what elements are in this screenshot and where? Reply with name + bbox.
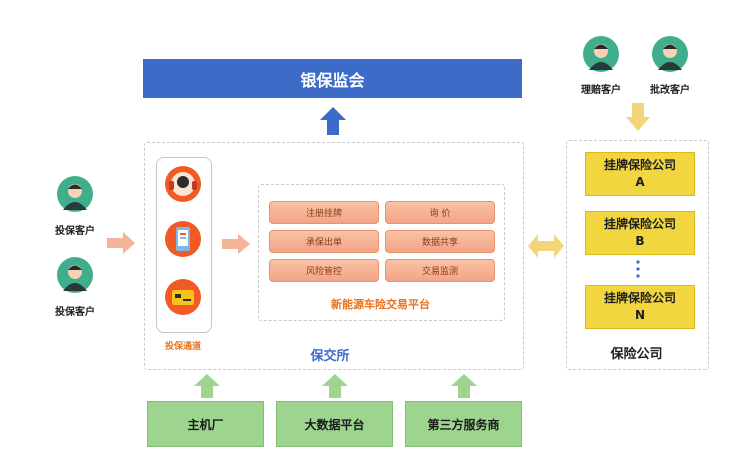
insurer-area [566, 140, 709, 370]
mobile-app-icon [165, 221, 201, 257]
ellipsis-icon [636, 260, 640, 278]
card-payment-icon [165, 279, 201, 315]
platform-area [258, 184, 505, 321]
insurers-label: 保险公司 [610, 347, 663, 362]
headset-agent-icon [165, 166, 201, 202]
module-registration: 注册挂牌 [269, 201, 379, 224]
channel-label: 投保通道 [164, 342, 201, 352]
regulator-label: 银保监会 [300, 70, 365, 90]
regulator-box: 银保监会 [143, 59, 522, 98]
customer-avatar-icon [57, 257, 93, 293]
right-arrow-icon [107, 232, 135, 254]
right-arrow-icon [222, 234, 250, 254]
module-quote: 询 价 [385, 201, 495, 224]
module-data-sharing: 数据共享 [385, 230, 495, 253]
module-risk-control: 风险管控 [269, 259, 379, 282]
customer-avatar-icon [57, 176, 93, 212]
exchange-label: 保交所 [310, 349, 350, 364]
insurer-card: 挂牌保险公司 A [585, 152, 695, 196]
customer-label: 投保客户 [55, 226, 95, 237]
up-arrow-icon [451, 374, 477, 398]
down-arrow-icon [626, 103, 650, 131]
claim-customer-label: 理赔客户 [581, 85, 621, 96]
insurer-card: 挂牌保险公司 N [585, 285, 695, 329]
up-arrow-icon [320, 107, 346, 135]
exchange-area [144, 142, 524, 370]
endorsement-customer-label: 批改客户 [650, 85, 690, 96]
customer-avatar-icon [583, 36, 619, 72]
module-trade-monitor: 交易监测 [385, 259, 495, 282]
module-underwriting: 承保出单 [269, 230, 379, 253]
customer-label: 投保客户 [55, 307, 95, 318]
third-party-box: 第三方服务商 [405, 401, 522, 447]
bidirectional-arrow-icon [528, 234, 564, 258]
up-arrow-icon [194, 374, 220, 398]
up-arrow-icon [322, 374, 348, 398]
platform-label: 新能源车险交易平台 [331, 298, 430, 311]
customer-avatar-icon [652, 36, 688, 72]
insurer-card: 挂牌保险公司 B [585, 211, 695, 255]
big-data-box: 大数据平台 [276, 401, 393, 447]
oem-box: 主机厂 [147, 401, 264, 447]
